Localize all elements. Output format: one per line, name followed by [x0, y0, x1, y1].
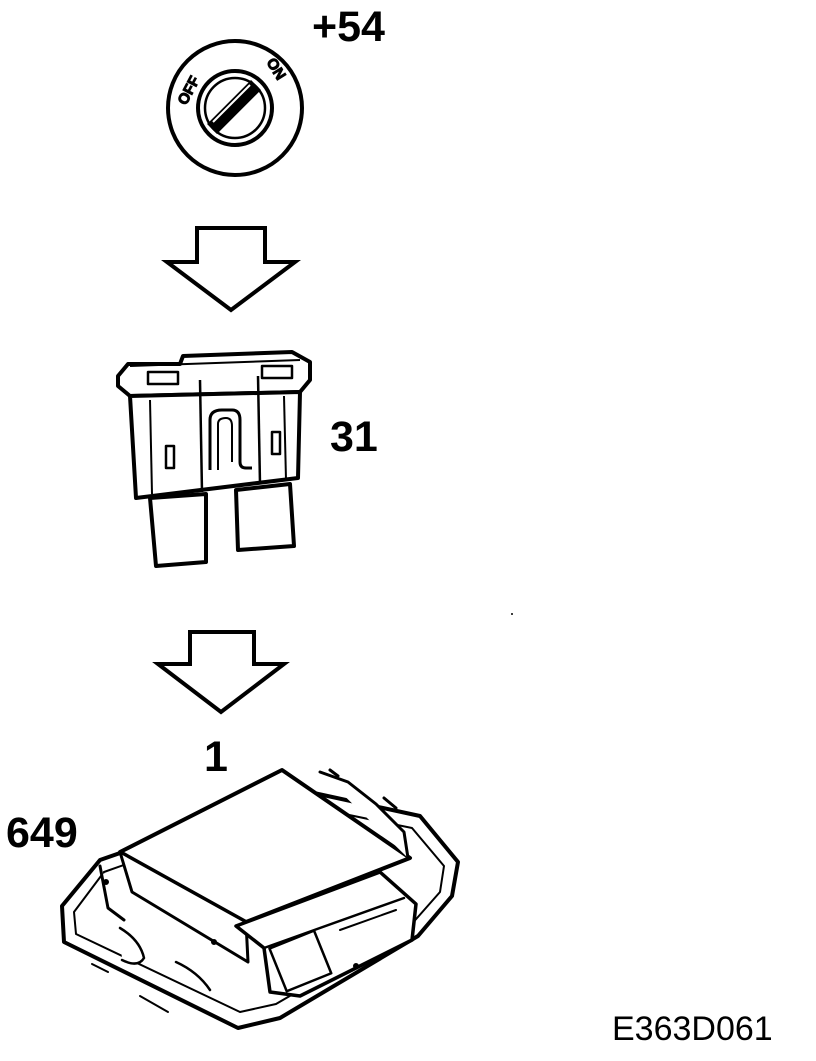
control-module-icon — [60, 768, 460, 1030]
fuse-terminal-label: 31 — [330, 413, 378, 461]
module-number-label: 649 — [6, 809, 78, 857]
ignition-terminal-label: +54 — [312, 3, 385, 51]
arrow-down-icon — [161, 226, 301, 313]
connector-pin-label: 1 — [204, 733, 228, 781]
blade-fuse-icon — [116, 350, 312, 568]
arrow-down-icon — [152, 630, 290, 715]
figure-code-label: E363D061 — [612, 1010, 773, 1048]
ignition-switch-icon: OFF ON — [166, 39, 304, 177]
